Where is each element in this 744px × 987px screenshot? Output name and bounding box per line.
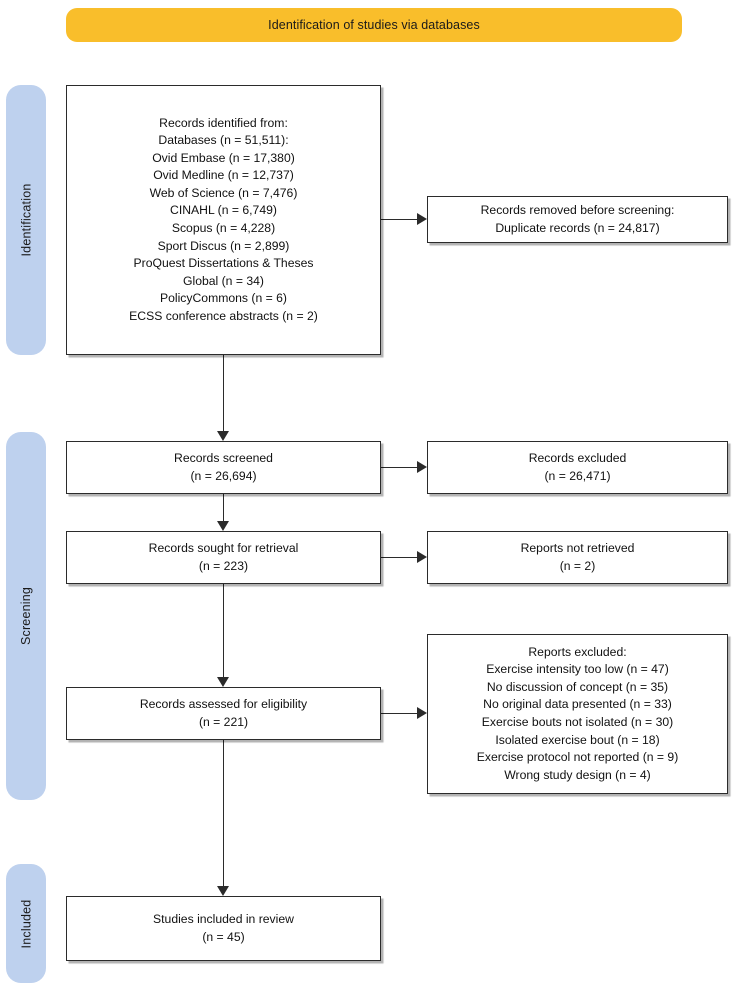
box-records-removed-duplicates: Records removed before screening: Duplic…: [427, 196, 728, 243]
box-reports-not-retrieved-text: Reports not retrieved (n = 2): [520, 540, 635, 573]
edge-sought-to-assessed-line: [222, 584, 225, 677]
edge-sought-to-notretrieved-arrow: [417, 551, 427, 563]
stage-pill-identification: Identification: [6, 85, 46, 355]
stage-pill-screening: Screening: [6, 432, 46, 800]
edge-assessed-to-included-line: [222, 740, 225, 886]
box-reports-excluded-text: Reports excluded: Exercise intensity too…: [476, 644, 679, 782]
stage-label-identification: Identification: [19, 183, 34, 257]
edge-sought-to-assessed-arrow: [217, 677, 229, 687]
box-records-assessed-for-eligibility-text: Records assessed for eligibility (n = 22…: [139, 696, 308, 729]
header-title: Identification of studies via databases: [268, 18, 480, 32]
box-records-identified-text: Records identified from: Databases (n = …: [129, 115, 318, 323]
edge-identified-to-screened-line: [222, 355, 225, 431]
box-records-screened: Records screened (n = 26,694): [66, 441, 381, 494]
box-records-identified: Records identified from: Databases (n = …: [66, 85, 381, 355]
box-records-excluded: Records excluded (n = 26,471): [427, 441, 728, 494]
box-studies-included-in-review: Studies included in review (n = 45): [66, 896, 381, 961]
edge-screened-to-sought-arrow: [217, 521, 229, 531]
box-records-removed-duplicates-text: Records removed before screening: Duplic…: [480, 202, 675, 235]
edge-sought-to-notretrieved-line: [381, 556, 417, 559]
edge-screened-to-excluded-line: [381, 466, 417, 469]
box-records-excluded-text: Records excluded (n = 26,471): [528, 450, 627, 483]
edge-identified-to-duplicates-line: [381, 218, 417, 221]
box-reports-excluded: Reports excluded: Exercise intensity too…: [427, 634, 728, 794]
edge-screened-to-excluded-arrow: [417, 461, 427, 473]
box-records-screened-text: Records screened (n = 26,694): [174, 450, 273, 483]
box-records-assessed-for-eligibility: Records assessed for eligibility (n = 22…: [66, 687, 381, 740]
edge-screened-to-sought-line: [222, 494, 225, 521]
stage-pill-included: Included: [6, 864, 46, 983]
box-reports-not-retrieved: Reports not retrieved (n = 2): [427, 531, 728, 584]
edge-identified-to-screened-arrow: [217, 431, 229, 441]
box-studies-included-in-review-text: Studies included in review (n = 45): [153, 911, 294, 944]
edge-identified-to-duplicates-arrow: [417, 213, 427, 225]
stage-label-screening: Screening: [19, 586, 33, 646]
edge-assessed-to-reportsexcluded-line: [381, 712, 417, 715]
edge-assessed-to-included-arrow: [217, 886, 229, 896]
box-records-sought-for-retrieval: Records sought for retrieval (n = 223): [66, 531, 381, 584]
stage-label-included: Included: [19, 899, 33, 948]
box-records-sought-for-retrieval-text: Records sought for retrieval (n = 223): [148, 540, 299, 573]
edge-assessed-to-reportsexcluded-arrow: [417, 707, 427, 719]
header-banner: Identification of studies via databases: [66, 8, 682, 42]
